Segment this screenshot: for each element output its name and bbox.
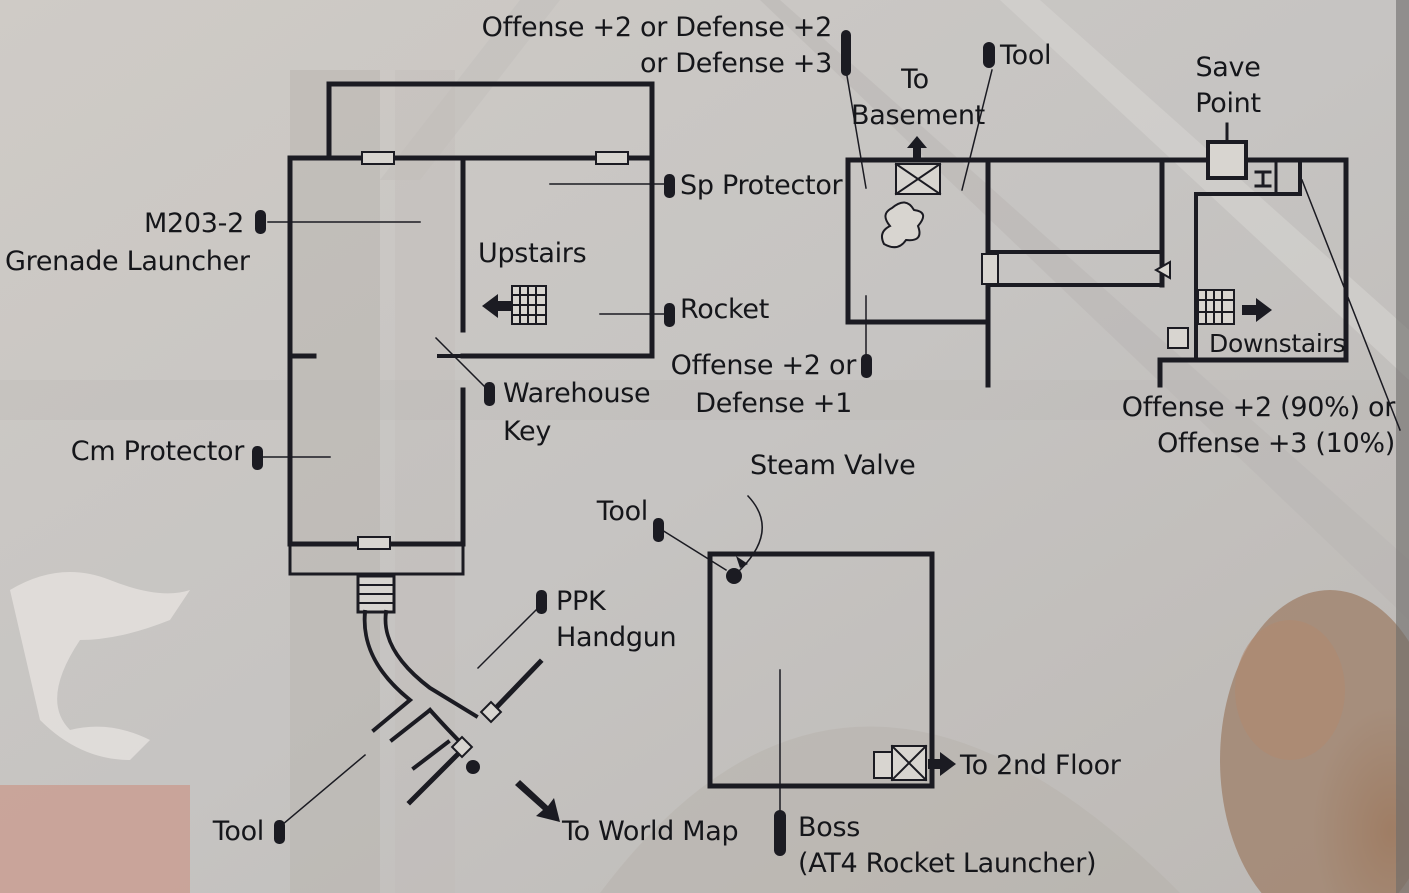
door-icon (479, 700, 503, 724)
left-building (261, 81, 665, 827)
door-icon (357, 536, 391, 550)
item-markers (252, 30, 995, 856)
arrow-icon (515, 780, 560, 822)
arrow-icon (1242, 298, 1272, 322)
item-marker-icon (255, 210, 266, 234)
label-ppk-1: PPK (556, 586, 606, 617)
label-upstairs: Upstairs (478, 238, 587, 269)
stairs-icon (1197, 289, 1235, 325)
corridor (356, 574, 544, 806)
right-building (845, 69, 1401, 431)
label-save-point-1: Save (1195, 52, 1261, 83)
crate-icon (894, 162, 942, 196)
item-marker-icon (653, 518, 664, 542)
item-marker-icon (484, 382, 495, 406)
label-cm-protector: Cm Protector (70, 436, 245, 467)
label-offense-defense-top-2: or Defense +3 (640, 48, 832, 79)
item-marker-icon (664, 303, 675, 327)
label-steam-valve: Steam Valve (750, 450, 916, 481)
label-rocket: Rocket (680, 294, 769, 325)
arrow-icon (928, 752, 956, 776)
label-offense-defense-top-1: Offense +2 or Defense +2 (481, 12, 833, 43)
label-tool-bottom: Tool (212, 816, 265, 847)
door-icon (361, 151, 395, 165)
label-to-basement-2: Basement (851, 100, 985, 131)
boss-room (660, 494, 956, 821)
rubble (881, 201, 925, 249)
label-offense-defense-mid-2: Defense +1 (695, 388, 852, 419)
label-ppk-2: Handgun (556, 622, 677, 653)
label-m203-2: Grenade Launcher (5, 246, 250, 277)
item-marker-icon (861, 354, 872, 378)
label-offense-defense-mid-1: Offense +2 or (670, 350, 857, 381)
label-boss-1: Boss (798, 812, 860, 843)
item-marker-icon (841, 30, 851, 76)
door-icon (595, 151, 629, 165)
label-warehouse-key-2: Key (503, 416, 552, 447)
door-icon (450, 735, 474, 759)
stairs-icon (511, 285, 547, 325)
label-tool-mid: Tool (596, 496, 649, 527)
crate-icon (873, 744, 928, 782)
item-marker-icon (536, 590, 547, 614)
label-m203-1: M203-2 (144, 208, 244, 239)
label-to-basement-1: To (901, 64, 929, 95)
item-marker-icon (664, 174, 675, 198)
label-offense-pct-2: Offense +3 (10%) (1157, 428, 1395, 459)
item-marker-icon (983, 42, 995, 68)
label-to-world-map: To World Map (562, 816, 739, 847)
label-tool-top: Tool (1000, 40, 1052, 71)
arrow-icon (907, 136, 927, 160)
item-marker-icon (252, 446, 263, 470)
arrow-icon (482, 294, 512, 318)
label-offense-pct-1: Offense +2 (90%) or (1121, 392, 1396, 423)
item-marker-icon (274, 820, 285, 844)
label-warehouse-key-1: Warehouse (503, 378, 651, 409)
item-marker-icon (774, 810, 786, 856)
label-downstairs: Downstairs (1209, 329, 1346, 358)
label-sp-protector: Sp Protector (680, 170, 843, 201)
label-boss-2: (AT4 Rocket Launcher) (798, 848, 1097, 879)
label-save-point-2: Point (1195, 88, 1261, 119)
label-to-2nd-floor: To 2nd Floor (960, 750, 1121, 781)
